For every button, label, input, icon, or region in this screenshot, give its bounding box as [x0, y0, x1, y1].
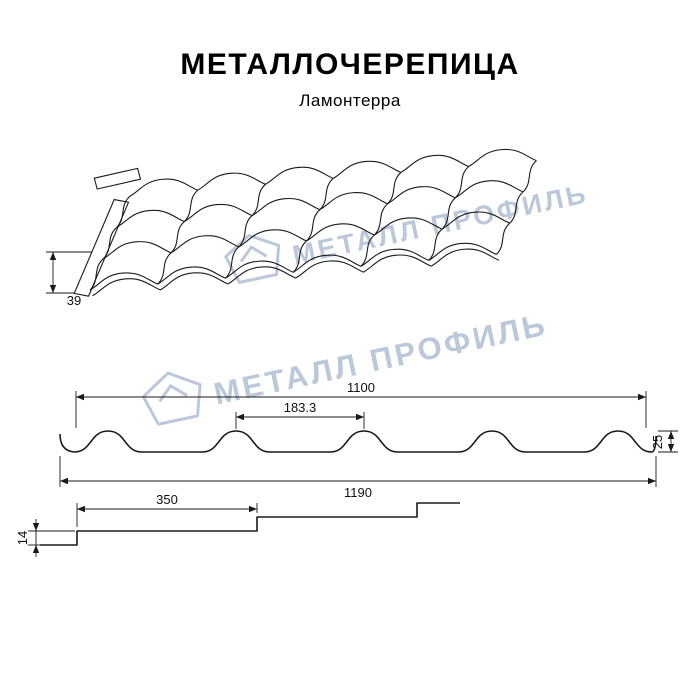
- dim-module-length-label: 350: [156, 492, 178, 507]
- fascia-board: [73, 198, 130, 297]
- dim-sheet-width-label: 1190: [344, 485, 372, 500]
- metall-profil-logo-icon: [141, 371, 202, 426]
- page-title: МЕТАЛЛОЧЕРЕПИЦА: [180, 48, 520, 81]
- dim-wave-pitch-label: 183.3: [284, 400, 317, 415]
- watermark-1: МЕТАЛЛ ПРОФИЛЬ: [224, 178, 591, 284]
- watermark-text: МЕТАЛЛ ПРОФИЛЬ: [211, 307, 551, 412]
- metall-profil-logo-icon: [224, 233, 281, 284]
- dim-cover-width-label: 1100: [347, 380, 375, 395]
- step-profile-curve: [40, 502, 460, 546]
- dim-eaves-overhang-label: 39: [67, 293, 81, 308]
- batten: [93, 167, 142, 190]
- dim-profile-height-label: 25: [650, 435, 665, 449]
- dimension-profile-height: 25: [650, 430, 678, 453]
- dimension-eaves-overhang: 39: [46, 251, 92, 308]
- transverse-profile: 1100 183.3 25 1190: [59, 380, 678, 500]
- dimension-wave-pitch: 183.3: [235, 400, 365, 429]
- drawing-header: МЕТАЛЛОЧЕРЕПИЦА Ламонтерра: [0, 48, 700, 111]
- dimension-module-length: 350: [76, 492, 258, 527]
- page-subtitle: Ламонтерра: [299, 91, 401, 110]
- longitudinal-profile: 350 14: [15, 492, 460, 557]
- roof-3d-view: [73, 146, 540, 297]
- dimension-sheet-width: 1190: [59, 456, 657, 500]
- dimension-cover-width: 1100: [75, 380, 647, 428]
- profile-curve: [59, 430, 657, 453]
- dim-step-height-label: 14: [15, 531, 30, 545]
- watermark-2: МЕТАЛЛ ПРОФИЛЬ: [141, 307, 551, 426]
- dimension-step-height: 14: [15, 519, 75, 557]
